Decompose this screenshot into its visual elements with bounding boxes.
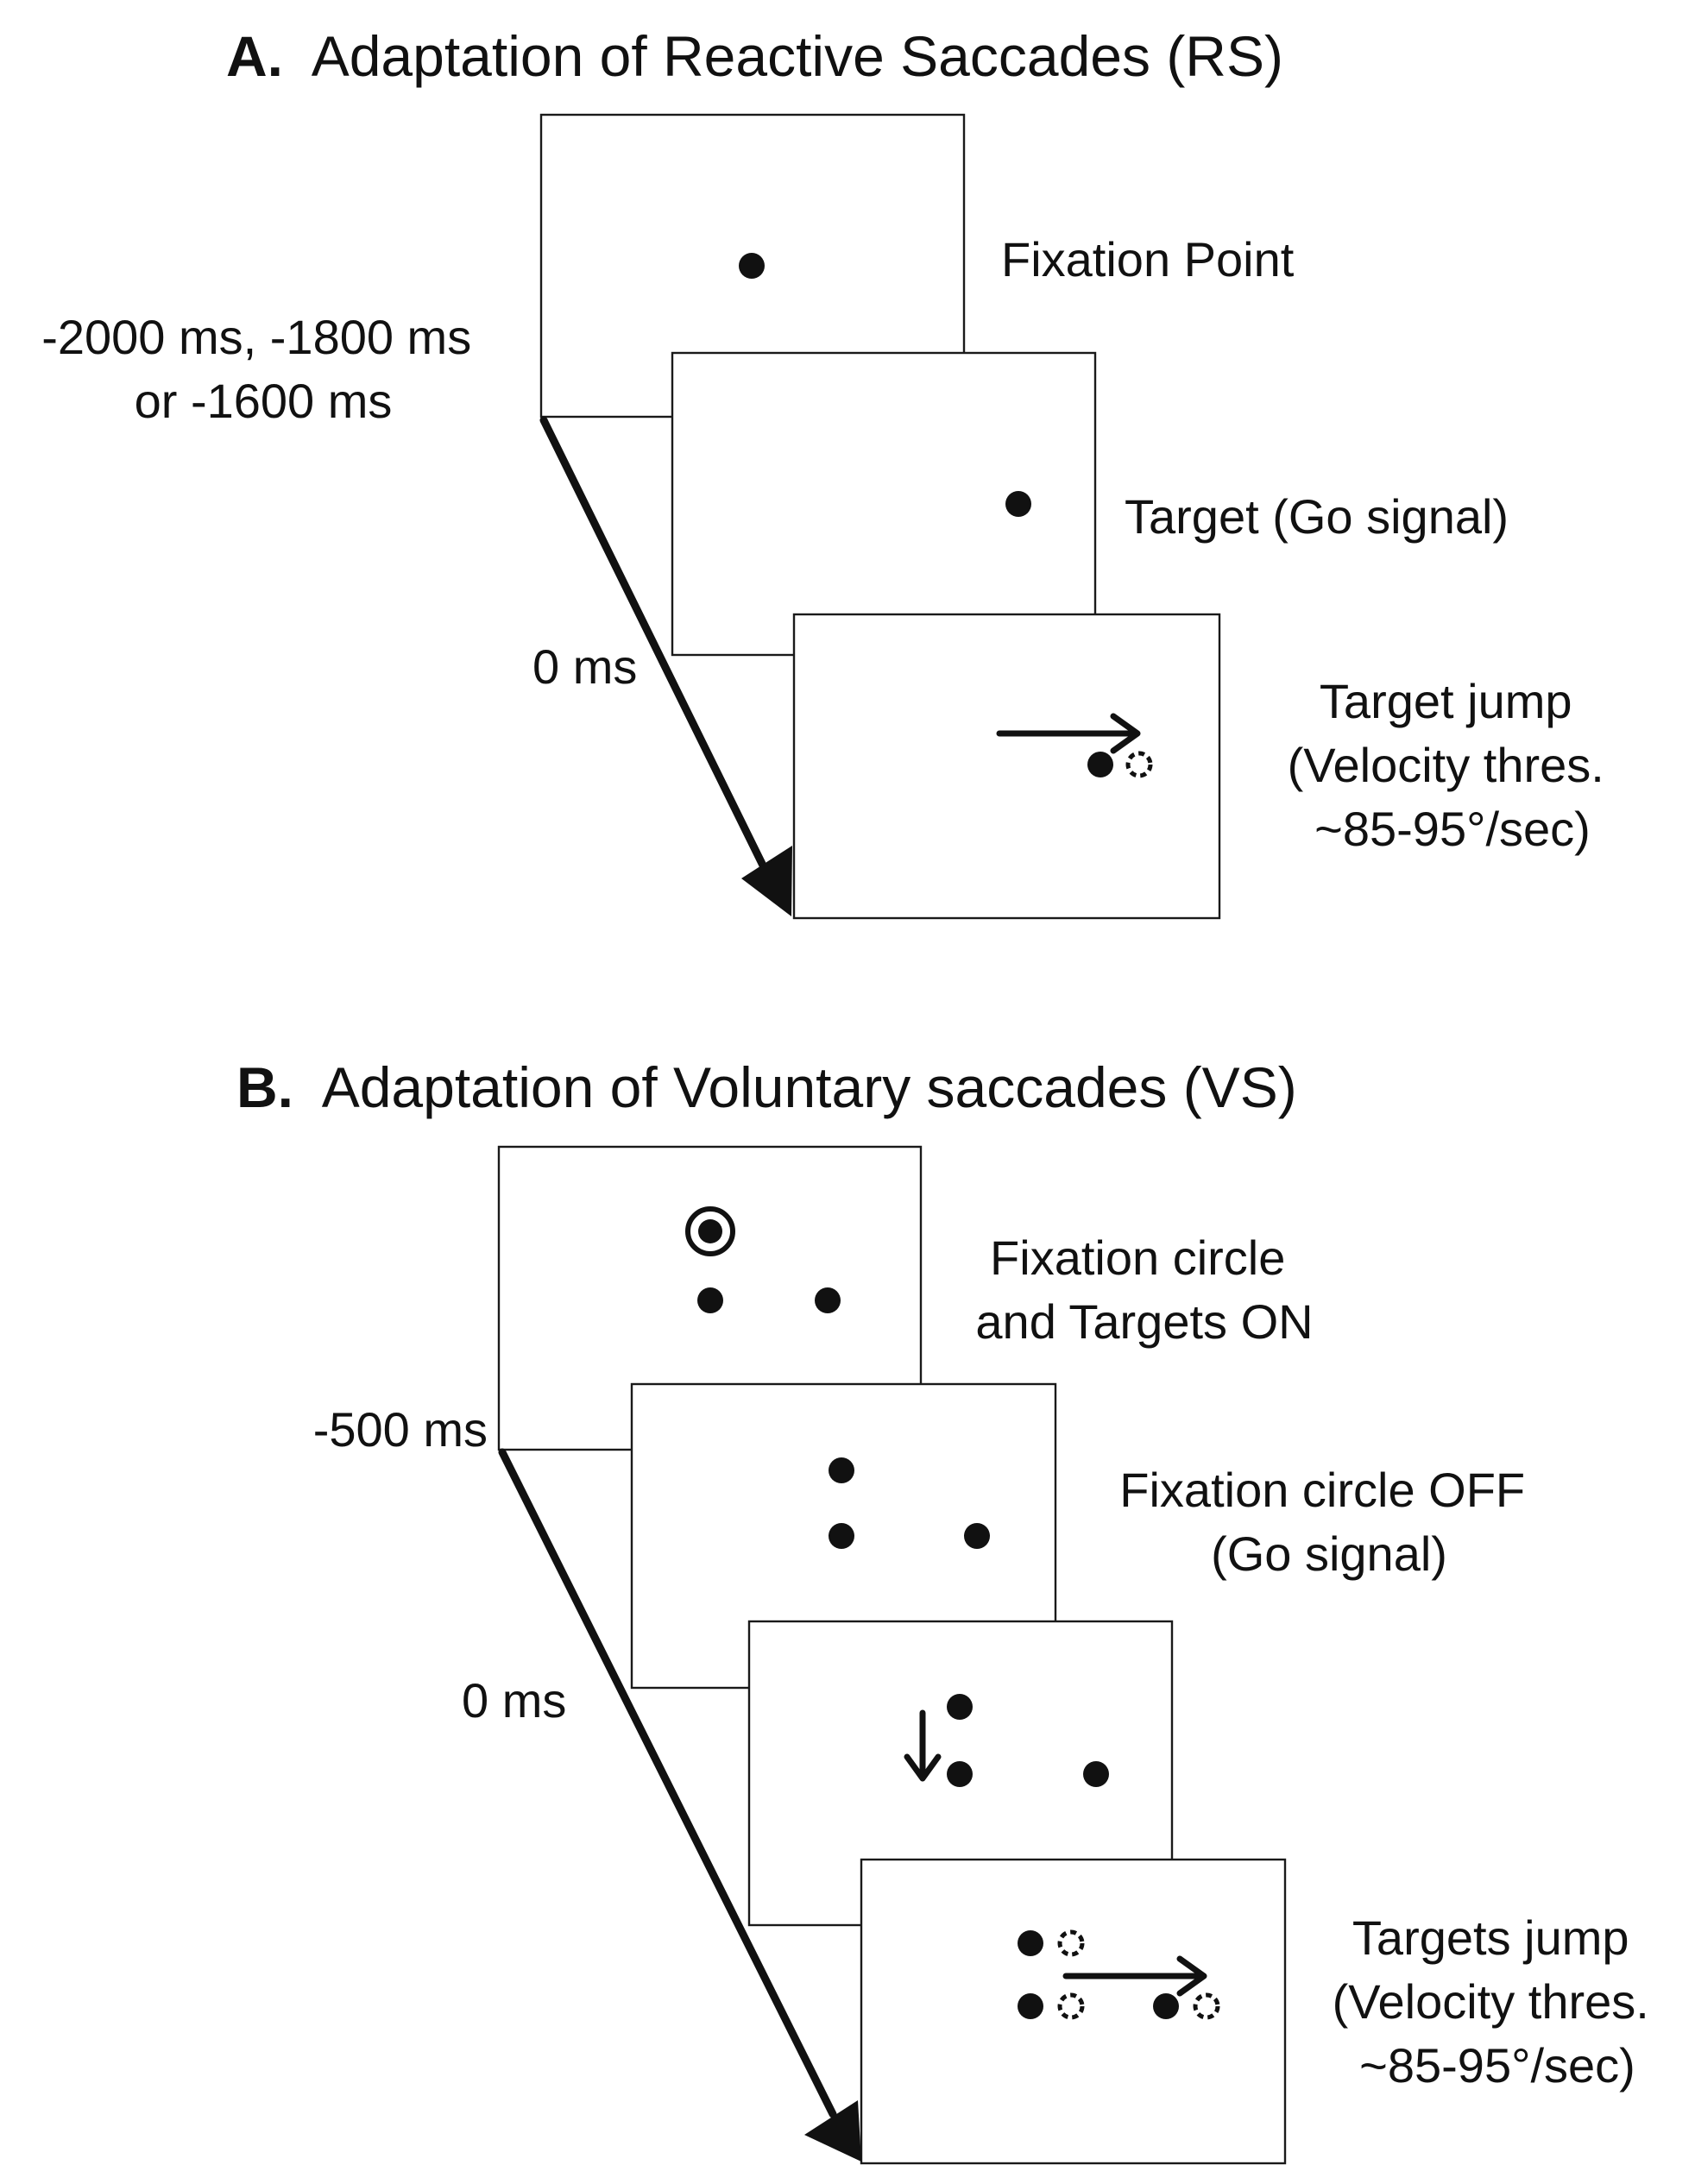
target-dot-icon	[697, 1287, 723, 1313]
jump-target-icon	[1057, 1929, 1085, 1957]
panel-a-time-start: -2000 ms, -1800 ms or -1600 ms	[41, 310, 485, 428]
label-line: Target (Go signal)	[1125, 489, 1509, 544]
label-line: Targets jump	[1352, 1910, 1629, 1965]
label-line: and Targets ON	[975, 1294, 1313, 1349]
target-dot-icon	[1083, 1761, 1109, 1787]
label-line: (Go signal)	[1211, 1526, 1447, 1581]
panel-b-frame-4-label: Targets jump (Velocity thres. ~85-95°/se…	[1333, 1910, 1663, 2093]
jump-target-icon	[1125, 751, 1153, 778]
panel-b-frame-4	[860, 1858, 1287, 2165]
panel-a-frame-1-label: Fixation Point	[1001, 232, 1295, 286]
label-line: (Velocity thres.	[1333, 1974, 1649, 2029]
panel-b-time-axis-icon	[498, 1448, 861, 2162]
panel-b-title: Adaptation of Voluntary saccades (VS)	[322, 1055, 1297, 1119]
panel-a-frame-3-label: Target jump (Velocity thres. ~85-95°/sec…	[1288, 674, 1618, 856]
target-dot-icon	[1005, 491, 1031, 517]
label-line: Fixation Point	[1001, 232, 1295, 286]
frame-box	[860, 1858, 1287, 2165]
panel-a-title: Adaptation of Reactive Saccades (RS)	[312, 24, 1283, 88]
panel-a-heading: A. Adaptation of Reactive Saccades (RS)	[226, 24, 1283, 88]
frame-box	[671, 351, 1097, 657]
panel-b: B. Adaptation of Voluntary saccades (VS)…	[236, 1055, 1663, 2165]
jump-target-icon	[1057, 1992, 1085, 2020]
label-line: Fixation circle	[990, 1230, 1285, 1285]
target-dot-icon	[964, 1523, 990, 1549]
label-line: ~85-95°/sec)	[1359, 2038, 1635, 2093]
saccade-arrow-icon	[996, 713, 1141, 754]
panel-b-frame-2-label: Fixation circle OFF (Go signal)	[1119, 1463, 1538, 1581]
target-dot-icon	[1087, 752, 1113, 777]
target-dot-icon	[1018, 1993, 1043, 2019]
panel-a: A. Adaptation of Reactive Saccades (RS) …	[41, 24, 1618, 920]
time-line: or -1600 ms	[135, 374, 393, 428]
target-dot-icon	[1018, 1930, 1043, 1956]
panel-b-heading: B. Adaptation of Voluntary saccades (VS)	[236, 1055, 1297, 1119]
panel-a-frame-2	[671, 351, 1097, 657]
jump-target-icon	[1193, 1992, 1220, 2020]
frame-box	[792, 613, 1221, 920]
target-dot-icon	[947, 1694, 973, 1720]
panel-b-frame-1-label: Fixation circle and Targets ON	[975, 1230, 1313, 1349]
panel-a-frame-3	[792, 613, 1221, 920]
panel-a-time-axis-icon	[539, 416, 792, 916]
panel-b-time-zero: 0 ms	[462, 1673, 566, 1728]
panel-b-letter: B.	[236, 1055, 293, 1119]
target-dot-icon	[1153, 1993, 1179, 2019]
time-line: -2000 ms, -1800 ms	[41, 310, 471, 364]
panel-b-time-start: -500 ms	[313, 1402, 488, 1457]
target-dot-icon	[829, 1523, 854, 1549]
target-dot-icon	[815, 1287, 841, 1313]
fixation-dot-icon	[739, 253, 765, 279]
panel-a-frame-2-label: Target (Go signal)	[1125, 489, 1509, 544]
down-arrow-icon	[904, 1709, 942, 1782]
saccade-arrow-icon	[1062, 1955, 1207, 1997]
panel-a-time-zero: 0 ms	[532, 639, 637, 694]
target-dot-icon	[829, 1457, 854, 1483]
fixation-circle-icon	[685, 1206, 735, 1256]
target-dot-icon	[947, 1761, 973, 1787]
label-line: Target jump	[1320, 674, 1572, 728]
label-line: (Velocity thres.	[1288, 738, 1604, 792]
label-line: Fixation circle OFF	[1119, 1463, 1525, 1517]
panel-a-letter: A.	[226, 24, 283, 88]
label-line: ~85-95°/sec)	[1314, 802, 1591, 856]
fixation-dot-icon	[698, 1219, 722, 1243]
